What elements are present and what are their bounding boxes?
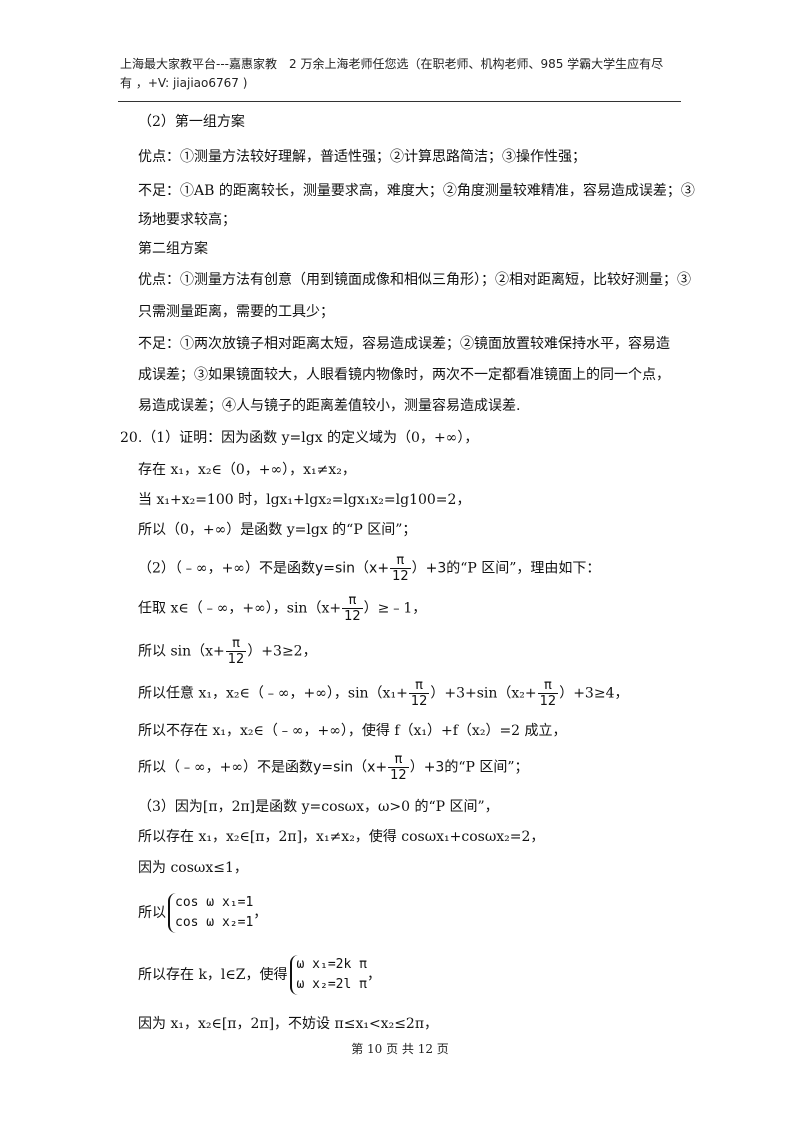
fraction-denominator: 12 — [410, 694, 428, 709]
fraction-denominator: 12 — [392, 569, 409, 584]
text-line: （2）第一组方案 — [138, 114, 245, 130]
text-line: 存在 x₁，x₂∈（0，+∞），x₁≠x₂， — [138, 462, 356, 478]
text-line: 优点：①测量方法有创意（用到镜面成像和相似三角形）；②相对距离短，比较好测量；③ — [138, 272, 691, 288]
math-span: ）+3 — [409, 759, 445, 776]
math-line: 所以 cos ω x₁=1 cos ω x₂=1， — [138, 893, 267, 933]
text-span: ， — [366, 967, 381, 983]
text-line: 所以存在 x₁，x₂∈[π，2π]，x₁≠x₂，使得 cosωx₁+cosωx₂… — [138, 829, 545, 845]
equation-system: cos ω x₁=1 cos ω x₂=1 — [168, 893, 253, 933]
fraction-numerator: π — [388, 752, 409, 768]
fraction-numerator: π — [537, 678, 559, 694]
fraction-denominator: 12 — [390, 768, 407, 783]
text-line: 不足：①AB 的距离较长，测量要求高，难度大；②角度测量较难精准，容易造成误差；… — [138, 183, 695, 199]
text-line: 因为 cosωx≤1， — [138, 860, 248, 876]
header-line-1: 上海最大家教平台---嘉惠家教 2 万余上海老师任您选（在职老师、机构老师、98… — [120, 57, 664, 71]
fraction-numerator: π — [390, 553, 411, 569]
text-span: 所以存在 k，l∈Z，使得 — [138, 967, 288, 983]
equation: ω x₁=2k π — [296, 957, 367, 972]
fraction-denominator: 12 — [227, 652, 245, 667]
text-line: 易造成误差；④人与镜子的距离差值较小，测量容易造成误差. — [138, 398, 521, 414]
text-line: 只需测量距离，需要的工具少； — [138, 304, 334, 320]
text-line: 所以（0，+∞）是函数 y=lgx 的“P 区间”； — [138, 522, 417, 538]
page-header: 上海最大家教平台---嘉惠家教 2 万余上海老师任您选（在职老师、机构老师、98… — [120, 55, 680, 93]
text-span: （2）（﹣∞，+∞）不是函数 — [138, 560, 315, 577]
text-span: 任取 x∈（﹣∞，+∞），sin（x+ — [138, 600, 342, 617]
text-line: 成误差；③如果镜面较大，人眼看镜内物像时，两次不一定都看准镜面上的同一个点， — [138, 367, 670, 383]
page-footer: 第 10 页 共 12 页 — [351, 1042, 449, 1056]
text-span: ）+3+sin（x₂+ — [430, 685, 537, 702]
question-20-line: 20.（1）证明：因为函数 y=lgx 的定义域为（0，+∞）， — [120, 430, 479, 446]
text-span: ）+3≥4， — [559, 685, 629, 702]
equation: ω x₂=2l π — [296, 977, 367, 992]
equation-system: ω x₁=2k π ω x₂=2l π — [289, 955, 367, 995]
fraction-denominator: 12 — [539, 694, 557, 709]
text-span: 所以 — [138, 905, 166, 921]
text-span: 所以 sin（x+ — [138, 643, 225, 660]
text-span: 所以（﹣∞，+∞）不是函数 — [138, 759, 314, 776]
equation: cos ω x₂=1 — [175, 915, 254, 930]
equation: cos ω x₁=1 — [175, 895, 254, 910]
fraction-numerator: π — [342, 593, 363, 609]
text-line: 不足：①两次放镜子相对距离太短，容易造成误差；②镜面放置较难保持水平，容易造 — [138, 336, 670, 352]
math-line: 所以存在 k，l∈Z，使得 ω x₁=2k π ω x₂=2l π， — [138, 955, 381, 995]
text-line: 场地要求较高； — [138, 212, 236, 228]
math-span: ）+3 — [411, 560, 447, 577]
math-span: y=sin（x+ — [313, 759, 388, 776]
text-span: 的“P 区间”，理由如下： — [446, 560, 601, 577]
header-divider — [118, 101, 681, 102]
text-line: （3）因为[π，2π]是函数 y=cosωx，ω>0 的“P 区间”， — [138, 799, 499, 815]
fraction-denominator: 12 — [344, 609, 361, 624]
text-span: ）≥﹣1， — [363, 600, 427, 617]
text-line: 当 x₁+x₂=100 时，lgx₁+lgx₂=lgx₁x₂=lg100=2， — [138, 492, 471, 508]
text-line: 第二组方案 — [138, 241, 208, 257]
math-span: y=sin（x+ — [314, 560, 390, 577]
fraction-numerator: π — [225, 636, 247, 652]
text-span: ）+3≥2， — [247, 643, 317, 660]
text-span: 所以任意 x₁，x₂∈（﹣∞，+∞），sin（x₁+ — [138, 685, 408, 702]
text-line: 优点：①测量方法较好理解，普适性强；②计算思路简洁；③操作性强； — [138, 149, 586, 165]
fraction-numerator: π — [408, 678, 430, 694]
text-span: 的“P 区间”； — [444, 759, 529, 776]
header-line-2: 有 ，+V: jiajiao6767 ) — [120, 76, 248, 90]
text-span: ， — [253, 905, 268, 921]
text-line: 所以不存在 x₁，x₂∈（﹣∞，+∞），使得 f（x₁）+f（x₂）=2 成立， — [138, 723, 567, 739]
text-line: 因为 x₁，x₂∈[π，2π]，不妨设 π≤x₁<x₂≤2π， — [138, 1016, 439, 1032]
